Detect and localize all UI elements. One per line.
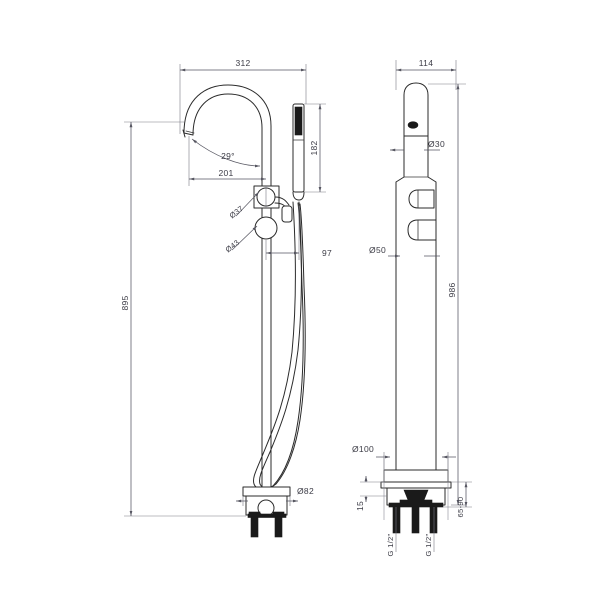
dim-thread-left: G 1/2" [386, 507, 397, 557]
dim-label-thread-left: G 1/2" [386, 533, 395, 556]
dim-label-thread-right: G 1/2" [424, 533, 433, 556]
dim-spout-reach-312: 312 [179, 58, 307, 134]
flexible-hose [253, 201, 306, 490]
side-column [395, 135, 437, 471]
spout-gooseneck [182, 84, 272, 187]
front-elevation-view: 312 201 29° 182 97 [120, 58, 332, 538]
side-lower-handle [407, 219, 437, 241]
dim-label-15: 15 [355, 501, 365, 511]
hand-shower [292, 103, 305, 201]
dim-label-114: 114 [419, 58, 433, 68]
diverter-outlet [274, 196, 293, 223]
dim-label-895: 895 [120, 295, 130, 310]
dim-column-50: Ø50 [369, 245, 440, 258]
dim-label-82: Ø82 [297, 486, 314, 496]
dim-spout-angle-29: 29° [191, 138, 261, 168]
side-upper-handle [408, 189, 435, 209]
dim-overall-height-895: 895 [120, 121, 246, 517]
dim-label-30: Ø30 [428, 139, 445, 149]
side-spout-head [403, 82, 429, 137]
dim-label-50: Ø50 [369, 245, 386, 255]
dim-label-100: Ø100 [352, 444, 374, 454]
dim-spout-reach-201: 201 [188, 136, 267, 208]
dim-label-65-90: 65-90 [456, 497, 465, 518]
dim-handshower-182: 182 [304, 103, 326, 193]
lower-valve-handle [254, 216, 278, 240]
dim-outlet-30: Ø30 [390, 139, 445, 152]
side-elevation-view: 114 Ø30 Ø50 986 Ø100 [352, 58, 472, 557]
base-flange-front [242, 486, 291, 538]
dim-handshower-offset-97: 97 [265, 206, 332, 260]
dim-plate-thickness-15: 15 [355, 476, 387, 511]
dim-label-29deg: 29° [221, 151, 235, 161]
dim-label-182: 182 [309, 140, 319, 155]
dim-side-width-114: 114 [395, 58, 457, 90]
dim-side-height-986: 986 [428, 83, 466, 506]
dim-label-986: 986 [447, 282, 457, 297]
dim-label-312: 312 [235, 58, 250, 68]
dim-label-97: 97 [322, 248, 332, 258]
dim-thread-right: G 1/2" [424, 507, 435, 557]
dim-base-cover-82: Ø82 [236, 486, 314, 506]
dim-label-201: 201 [218, 168, 233, 178]
